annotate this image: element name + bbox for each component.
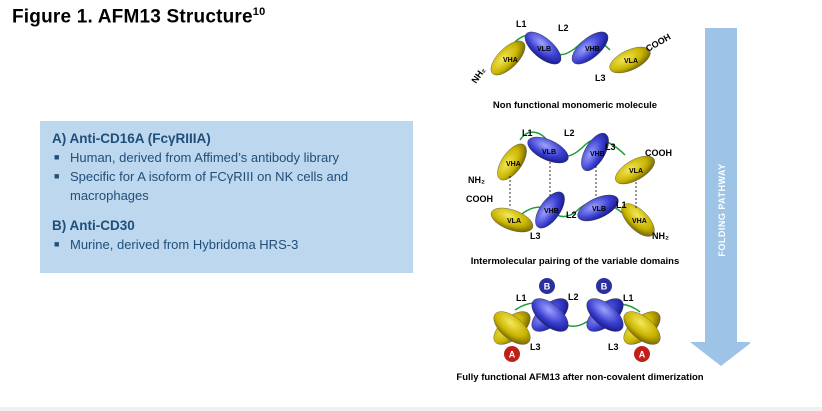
svg-text:VHA: VHA xyxy=(632,218,647,225)
bullet-icon: ■ xyxy=(52,148,70,167)
svg-text:NH₂: NH₂ xyxy=(652,231,669,241)
folding-pathway-label: FOLDING PATHWAY xyxy=(717,163,727,256)
svg-text:NH₂: NH₂ xyxy=(468,175,485,185)
svg-text:VHB: VHB xyxy=(544,208,559,215)
caption-monomer: Non functional monomeric molecule xyxy=(493,100,657,111)
afm13-structure-diagram: FOLDING PATHWAY VHA VLB VHB VLA L1 L2 L3… xyxy=(420,10,750,405)
anti-cd16a-heading: A) Anti-CD16A (FcγRIIIA) xyxy=(52,131,401,146)
svg-text:VLA: VLA xyxy=(507,218,521,225)
svg-text:L3: L3 xyxy=(530,342,541,352)
svg-text:A: A xyxy=(509,350,516,360)
folding-pathway-arrow: FOLDING PATHWAY xyxy=(690,28,750,366)
svg-text:COOH: COOH xyxy=(644,32,672,54)
svg-text:L2: L2 xyxy=(566,210,577,220)
svg-text:A: A xyxy=(639,350,646,360)
svg-text:VHB: VHB xyxy=(585,46,600,53)
svg-text:L2: L2 xyxy=(568,292,579,302)
svg-text:L1: L1 xyxy=(522,128,533,138)
dimer-molecule: B B A A L1 L2 L1 L3 L3 xyxy=(488,278,666,362)
svg-text:L1: L1 xyxy=(516,19,527,29)
svg-text:VHA: VHA xyxy=(506,161,521,168)
svg-text:VLB: VLB xyxy=(542,149,556,156)
svg-text:L1: L1 xyxy=(516,293,527,303)
svg-text:NH₂: NH₂ xyxy=(469,65,487,85)
figure-title: Figure 1. AFM13 Structure10 xyxy=(12,6,265,28)
monomer-molecule: VHA VLB VHB VLA L1 L2 L3 NH₂ COOH xyxy=(469,19,672,85)
svg-text:L1: L1 xyxy=(623,293,634,303)
svg-text:COOH: COOH xyxy=(466,194,493,204)
svg-text:VLB: VLB xyxy=(592,206,606,213)
svg-text:VLA: VLA xyxy=(629,168,643,175)
pairing-molecules: VHA VLB VHB VLA VLA VHB VLB VHA L1 L2 L3… xyxy=(466,128,672,242)
svg-text:L1: L1 xyxy=(616,200,627,210)
bullet-icon: ■ xyxy=(52,235,70,254)
caption-dimer: Fully functional AFM13 after non-covalen… xyxy=(456,372,703,383)
list-item: ■Murine, derived from Hybridoma HRS-3 xyxy=(52,235,401,254)
svg-text:VLB: VLB xyxy=(537,46,551,53)
svg-text:L3: L3 xyxy=(530,231,541,241)
svg-text:L2: L2 xyxy=(558,23,569,33)
figure-reference: 10 xyxy=(253,6,266,18)
bullet-icon: ■ xyxy=(52,167,70,205)
svg-text:B: B xyxy=(601,282,608,292)
svg-text:L2: L2 xyxy=(564,128,575,138)
svg-text:COOH: COOH xyxy=(645,148,672,158)
svg-text:VHA: VHA xyxy=(503,57,518,64)
caption-pairing: Intermolecular pairing of the variable d… xyxy=(471,256,680,267)
svg-text:VLA: VLA xyxy=(624,58,638,65)
list-item: ■Specific for A isoform of FCγRIII on NK… xyxy=(52,167,401,205)
list-item: ■Human, derived from Affimed’s antibody … xyxy=(52,148,401,167)
bottom-divider xyxy=(0,407,822,411)
anti-cd30-heading: B) Anti-CD30 xyxy=(52,218,401,233)
svg-text:L3: L3 xyxy=(608,342,619,352)
svg-text:VHB: VHB xyxy=(590,151,605,158)
svg-text:B: B xyxy=(544,282,551,292)
svg-text:L3: L3 xyxy=(595,73,606,83)
svg-text:L3: L3 xyxy=(605,142,616,152)
antibody-info-box: A) Anti-CD16A (FcγRIIIA) ■Human, derived… xyxy=(40,121,413,273)
